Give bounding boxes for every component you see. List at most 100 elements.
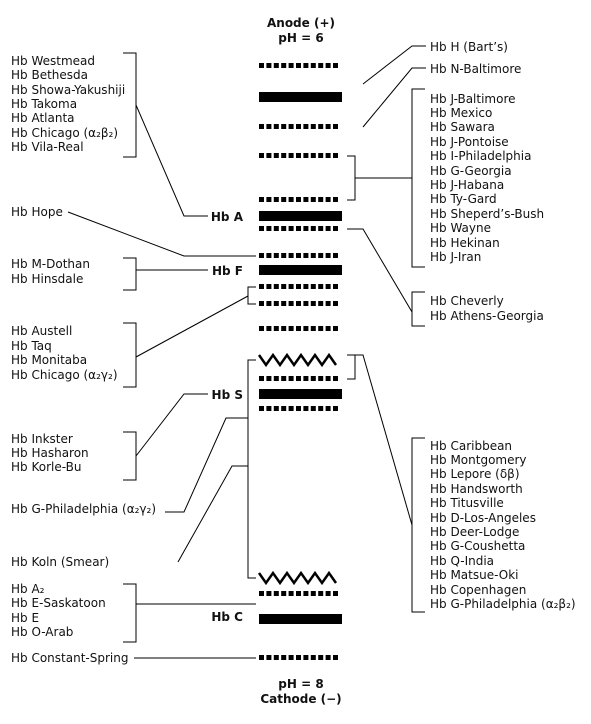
band-dotted-3 bbox=[259, 124, 338, 129]
band-dot bbox=[303, 301, 309, 306]
bracket-left-g1 bbox=[123, 52, 137, 158]
left-constant-spring: Hb Constant-Spring bbox=[11, 651, 128, 665]
band-dot bbox=[310, 406, 316, 411]
band-solid-segment bbox=[259, 389, 342, 399]
band-hb-s bbox=[259, 389, 342, 399]
right-g1-item: Hb G-Georgia bbox=[430, 164, 512, 178]
band-dot bbox=[259, 406, 264, 411]
band-hb-c bbox=[259, 614, 342, 624]
band-dot bbox=[333, 655, 338, 660]
band-dot bbox=[266, 591, 272, 596]
band-dot bbox=[288, 63, 294, 68]
band-dot bbox=[273, 153, 279, 158]
band-dot bbox=[296, 376, 301, 381]
right-g2-item: Hb Cheverly bbox=[430, 294, 504, 308]
band-dot bbox=[325, 226, 331, 231]
band-dot bbox=[266, 326, 272, 331]
left-g1-item: Hb Bethesda bbox=[11, 68, 88, 82]
band-dot bbox=[318, 226, 324, 231]
left-hope: Hb Hope bbox=[11, 205, 63, 219]
band-dot bbox=[310, 124, 316, 129]
left-group-3: Hb Austell Hb Taq Hb Monitaba Hb Chicago… bbox=[11, 324, 118, 382]
band-constant-spring bbox=[259, 655, 338, 660]
band-barts-dotted bbox=[259, 63, 338, 68]
band-dot bbox=[310, 226, 316, 231]
band-dot bbox=[296, 406, 301, 411]
band-dot bbox=[273, 253, 279, 258]
band-dot bbox=[281, 253, 287, 258]
left-g4-item: Hb Korle-Bu bbox=[11, 460, 81, 474]
band-dotted-18 bbox=[259, 591, 338, 596]
band-zigzag-top bbox=[257, 352, 338, 368]
band-dot bbox=[273, 226, 279, 231]
band-dot bbox=[318, 253, 324, 258]
bracket-column-right bbox=[347, 354, 356, 380]
left-g1-item: Hb Westmead bbox=[11, 54, 95, 68]
left-g5-item: Hb O-Arab bbox=[11, 625, 73, 639]
left-group-2: Hb M-Dothan Hb Hinsdale bbox=[11, 257, 90, 286]
band-dot bbox=[333, 226, 338, 231]
band-dot bbox=[310, 326, 316, 331]
band-dot bbox=[325, 591, 331, 596]
connector-right-g2 bbox=[347, 228, 413, 313]
connector-left-g3 bbox=[135, 295, 249, 358]
band-dot bbox=[266, 124, 272, 129]
band-dot bbox=[303, 376, 309, 381]
band-dot bbox=[288, 326, 294, 331]
band-dot bbox=[325, 655, 331, 660]
band-dot bbox=[259, 326, 264, 331]
right-g1-item: Hb J-Habana bbox=[430, 178, 504, 192]
band-dot bbox=[266, 253, 272, 258]
left-g3-item: Hb Chicago (α₂γ₂) bbox=[11, 368, 118, 382]
band-dot bbox=[288, 153, 294, 158]
band-dot bbox=[296, 226, 301, 231]
band-dot bbox=[333, 301, 338, 306]
bracket-bands-10-11 bbox=[247, 286, 256, 305]
connector-right-g3 bbox=[355, 354, 413, 526]
bracket-left-g2 bbox=[123, 257, 137, 291]
left-g1-item: Hb Atlanta bbox=[11, 111, 75, 125]
band-dot bbox=[273, 326, 279, 331]
right-g1-item: Hb J-Pontoise bbox=[430, 135, 509, 149]
band-dot bbox=[259, 284, 264, 289]
left-g3-item: Hb Taq bbox=[11, 339, 52, 353]
band-dot bbox=[318, 63, 324, 68]
band-dot bbox=[318, 124, 324, 129]
band-dot bbox=[288, 124, 294, 129]
hb-s-label: Hb S bbox=[212, 388, 243, 402]
band-dot bbox=[259, 253, 264, 258]
band-dot bbox=[333, 326, 338, 331]
left-g5-item: Hb E-Saskatoon bbox=[11, 596, 106, 610]
right-g1-item: Hb Hekinan bbox=[430, 236, 500, 250]
band-dot bbox=[303, 226, 309, 231]
band-zigzag-bottom bbox=[257, 570, 338, 586]
band-dot bbox=[259, 124, 264, 129]
band-dot bbox=[325, 253, 331, 258]
band-dot bbox=[325, 284, 331, 289]
left-g4-item: Hb Inkster bbox=[11, 432, 73, 446]
left-g3-item: Hb Monitaba bbox=[11, 353, 87, 367]
band-dot bbox=[333, 284, 338, 289]
right-n-baltimore: Hb N-Baltimore bbox=[430, 62, 521, 76]
band-dot bbox=[325, 301, 331, 306]
hb-a-label: Hb A bbox=[211, 210, 244, 224]
right-g3-item: Hb D-Los-Angeles bbox=[430, 511, 536, 525]
right-g3-item: Hb Titusville bbox=[430, 496, 504, 510]
band-dot bbox=[310, 253, 316, 258]
right-g1-item: Hb Ty-Gard bbox=[430, 192, 497, 206]
left-g1-item: Hb Takoma bbox=[11, 97, 77, 111]
band-dotted-11 bbox=[259, 301, 338, 306]
left-g1-item: Hb Chicago (α₂β₂) bbox=[11, 126, 118, 140]
band-dot bbox=[266, 376, 272, 381]
band-dot bbox=[296, 124, 301, 129]
band-dot bbox=[325, 406, 331, 411]
band-dotted-10 bbox=[259, 284, 338, 289]
band-dot bbox=[303, 406, 309, 411]
band-dot bbox=[273, 301, 279, 306]
band-dot bbox=[259, 197, 264, 202]
band-dot bbox=[281, 655, 287, 660]
band-dot bbox=[281, 153, 287, 158]
band-dot bbox=[310, 63, 316, 68]
anode-label: Anode (+) bbox=[267, 16, 335, 30]
